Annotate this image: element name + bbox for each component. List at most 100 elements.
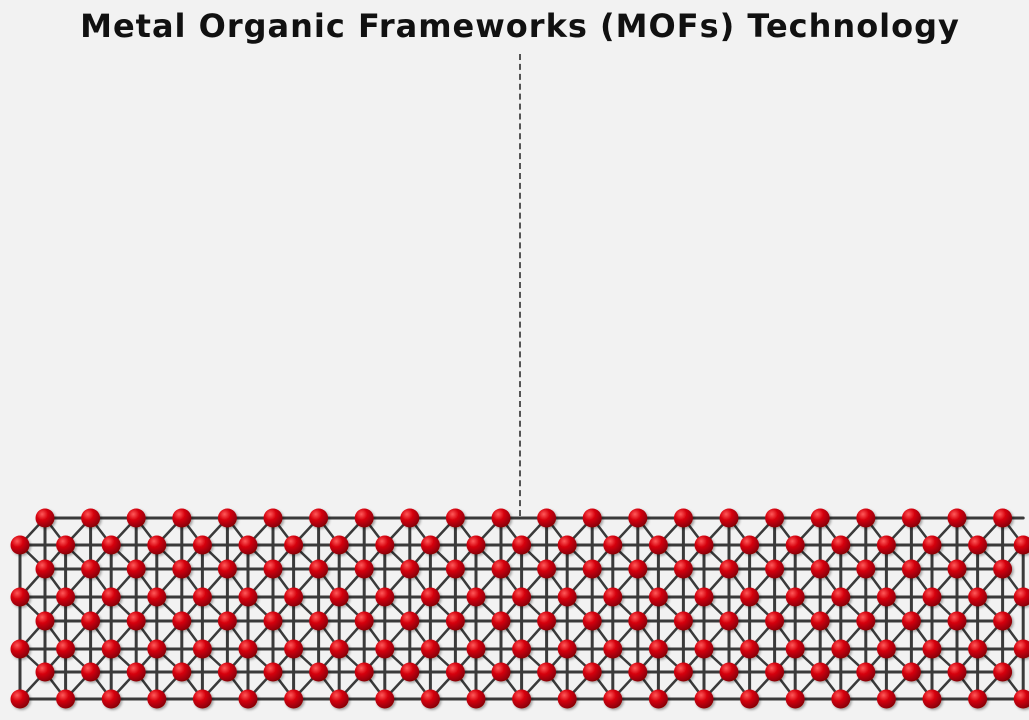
metal-node — [192, 689, 212, 709]
metal-node — [172, 508, 192, 528]
metal-node — [81, 508, 101, 528]
metal-node — [694, 689, 714, 709]
metal-node — [537, 559, 557, 579]
metal-node — [329, 639, 349, 659]
metal-node — [694, 587, 714, 607]
metal-node — [856, 559, 876, 579]
metal-node — [126, 611, 146, 631]
metal-node — [603, 535, 623, 555]
metal-node — [10, 535, 30, 555]
metal-node — [329, 587, 349, 607]
metal-node — [765, 611, 785, 631]
metal-node — [856, 611, 876, 631]
metal-node — [719, 508, 739, 528]
metal-node — [284, 639, 304, 659]
metal-node — [172, 611, 192, 631]
metal-node — [101, 587, 121, 607]
metal-node — [628, 508, 648, 528]
metal-node — [785, 639, 805, 659]
metal-node — [968, 535, 988, 555]
metal-node — [10, 639, 30, 659]
metal-node — [765, 508, 785, 528]
metal-node — [648, 639, 668, 659]
metal-node — [375, 587, 395, 607]
metal-node — [1013, 639, 1029, 659]
metal-node — [603, 639, 623, 659]
metal-node — [263, 508, 283, 528]
metal-node — [101, 535, 121, 555]
metal-node — [217, 662, 237, 682]
metal-node — [628, 662, 648, 682]
metal-node — [400, 662, 420, 682]
metal-node — [673, 662, 693, 682]
metal-node — [968, 689, 988, 709]
metal-node — [81, 559, 101, 579]
metal-node — [1013, 535, 1029, 555]
metal-node — [993, 559, 1013, 579]
metal-node — [785, 587, 805, 607]
metal-node — [35, 508, 55, 528]
metal-node — [172, 662, 192, 682]
metal-node — [354, 508, 374, 528]
metal-node — [491, 508, 511, 528]
nodes-layer — [10, 508, 1029, 709]
mof-lattice — [10, 508, 1029, 709]
metal-node — [922, 587, 942, 607]
metal-node — [582, 559, 602, 579]
metal-node — [922, 689, 942, 709]
metal-node — [810, 559, 830, 579]
metal-node — [901, 559, 921, 579]
metal-node — [831, 587, 851, 607]
metal-node — [901, 662, 921, 682]
metal-node — [557, 535, 577, 555]
metal-node — [466, 535, 486, 555]
metal-node — [719, 559, 739, 579]
metal-node — [400, 508, 420, 528]
metal-node — [35, 559, 55, 579]
metal-node — [512, 639, 532, 659]
metal-node — [217, 559, 237, 579]
metal-node — [628, 611, 648, 631]
metal-node — [648, 535, 668, 555]
metal-node — [375, 689, 395, 709]
metal-node — [947, 662, 967, 682]
metal-node — [648, 689, 668, 709]
metal-node — [968, 639, 988, 659]
metal-node — [785, 535, 805, 555]
metal-node — [785, 689, 805, 709]
metal-node — [740, 689, 760, 709]
metal-node — [35, 611, 55, 631]
metal-node — [466, 587, 486, 607]
metal-node — [537, 508, 557, 528]
metal-node — [375, 639, 395, 659]
metal-node — [922, 639, 942, 659]
metal-node — [856, 508, 876, 528]
metal-node — [1013, 587, 1029, 607]
metal-node — [101, 639, 121, 659]
metal-node — [831, 535, 851, 555]
metal-node — [648, 587, 668, 607]
metal-node — [101, 689, 121, 709]
metal-node — [10, 587, 30, 607]
metal-node — [582, 508, 602, 528]
metal-node — [126, 559, 146, 579]
metal-node — [217, 508, 237, 528]
metal-node — [420, 639, 440, 659]
metal-node — [420, 587, 440, 607]
metal-node — [512, 587, 532, 607]
metal-node — [1013, 689, 1029, 709]
metal-node — [400, 611, 420, 631]
metal-node — [968, 587, 988, 607]
metal-node — [466, 639, 486, 659]
metal-node — [993, 611, 1013, 631]
metal-node — [172, 559, 192, 579]
metal-node — [56, 587, 76, 607]
metal-node — [147, 689, 167, 709]
metal-node — [719, 611, 739, 631]
metal-node — [719, 662, 739, 682]
metal-node — [901, 508, 921, 528]
metal-node — [192, 639, 212, 659]
metal-node — [263, 662, 283, 682]
metal-node — [445, 508, 465, 528]
